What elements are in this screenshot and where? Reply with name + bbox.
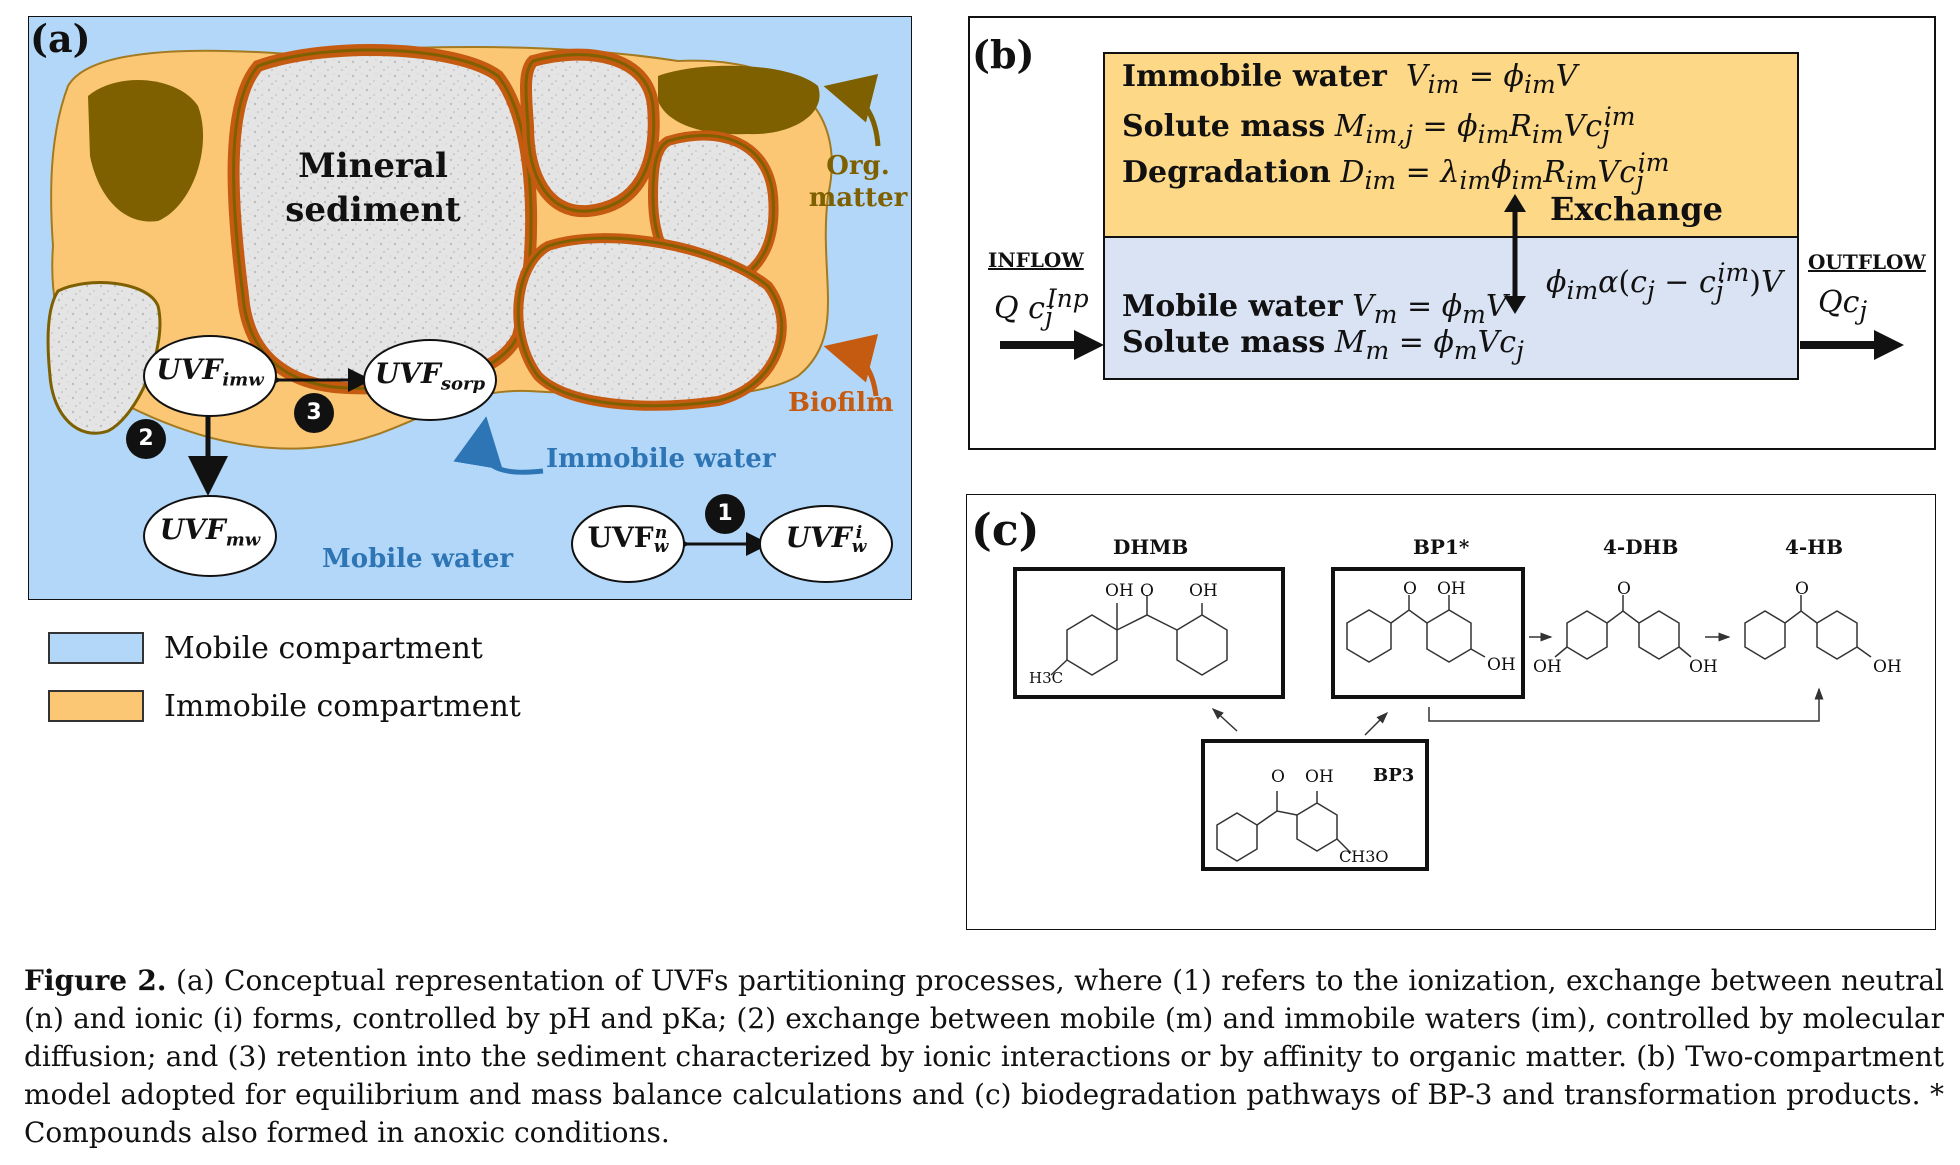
bp1-oh-2: OH xyxy=(1487,655,1516,675)
figure-caption: Figure 2. (a) Conceptual representation … xyxy=(24,962,1944,1152)
badge-1-circle xyxy=(705,494,745,534)
dhmb-oh-1: OH xyxy=(1105,581,1134,601)
immobile-compartment-box xyxy=(1103,52,1799,238)
uvf-mw-node xyxy=(143,495,277,577)
mineral-grain-left xyxy=(46,281,162,435)
inflow-eq: Q cjInp xyxy=(994,284,1089,331)
degradation-eq: Degradation Dim = λimϕimRimVcjim xyxy=(1122,148,1670,195)
solute-mass-im-eq: Solute mass Mim,j = ϕimRimVcjim xyxy=(1122,102,1636,149)
panel-a-label: (a) xyxy=(30,16,91,61)
exchange-arrow xyxy=(1504,194,1526,314)
panel-a: (a) Mineral sediment Org. matter Biofilm… xyxy=(28,16,912,600)
legend-mobile-label: Mobile compartment xyxy=(164,631,483,666)
uvf-wn-node xyxy=(571,505,685,583)
panel-b-label: (b) xyxy=(972,32,1035,77)
immobile-water-eq: Immobile water Vim = ϕimV xyxy=(1122,59,1578,99)
outflow-arrow xyxy=(1800,330,1904,360)
bp3-box xyxy=(1201,739,1429,871)
hb-o: O xyxy=(1795,579,1809,599)
bp1-o: O xyxy=(1403,579,1417,599)
bp1-title: BP1* xyxy=(1413,535,1470,559)
badge-2-circle xyxy=(126,419,166,459)
exchange-label: Exchange xyxy=(1550,190,1723,228)
uvf-wi-node xyxy=(759,505,893,583)
dhb-o: O xyxy=(1617,579,1631,599)
uvf-sorp-node xyxy=(363,339,497,421)
uvf-sorp-label: UVFsorp xyxy=(374,357,486,395)
legend-mobile-swatch xyxy=(48,632,144,664)
uvf-imw-node xyxy=(143,335,277,417)
biofilm-label: Biofilm xyxy=(788,388,894,418)
badge-3-circle xyxy=(294,393,334,433)
legend-immobile-label: Immobile compartment xyxy=(164,689,521,724)
inflow-arrow xyxy=(1000,330,1104,360)
caption-text: (a) Conceptual representation of UVFs pa… xyxy=(24,964,1944,1149)
mineral-sediment-label: Mineral sediment xyxy=(285,146,461,230)
mobile-water-eq: Mobile water Vm = ϕmV xyxy=(1122,289,1508,329)
badge-2: 2 xyxy=(138,426,154,451)
hb-title: 4-HB xyxy=(1785,535,1844,559)
caption-lead: Figure 2. xyxy=(24,964,167,997)
uvf-mw-label: UVFmw xyxy=(159,513,261,551)
dhmb-o: O xyxy=(1140,581,1154,601)
bp3-ch3o: CH3O xyxy=(1339,847,1389,866)
immobile-water-label: Immobile water xyxy=(546,444,776,474)
dhb-oh-2: OH xyxy=(1689,657,1718,677)
bp3-o: O xyxy=(1271,767,1285,787)
bp3-title: BP3 xyxy=(1373,765,1415,786)
dhmb-h3c: H3C xyxy=(1029,669,1064,687)
dhmb-box xyxy=(1013,567,1285,699)
panel-c: (c) DHMB BP1* 4-DHB 4-HB xyxy=(966,494,1936,930)
uvf-imw-label: UVFimw xyxy=(156,353,264,391)
panel-a-diagram xyxy=(28,16,912,600)
badge-1: 1 xyxy=(717,501,733,526)
panel-c-label: (c) xyxy=(971,505,1040,556)
badge-3: 3 xyxy=(306,400,322,425)
outflow-label: OUTFLOW xyxy=(1808,250,1926,274)
biofilm-arrow xyxy=(823,334,879,397)
org-matter-patch-left xyxy=(88,79,204,222)
exchange-eq: ϕimα(cj − cjim)V xyxy=(1546,258,1783,305)
legend-immobile-swatch xyxy=(48,690,144,722)
dhb-oh-1: OH xyxy=(1533,657,1562,677)
org-matter-arrow xyxy=(823,74,881,147)
org-matter-patch-right xyxy=(658,65,820,135)
panel-b: (b) Immobile water Vim = ϕimV Solute mas… xyxy=(968,16,1936,450)
inflow-label: INFLOW xyxy=(988,248,1084,272)
solute-mass-m-eq: Solute mass Mm = ϕmVcj xyxy=(1122,325,1524,365)
bp3-oh: OH xyxy=(1305,767,1334,787)
dhb-title: 4-DHB xyxy=(1603,535,1679,559)
outflow-eq: Qcj xyxy=(1818,285,1868,325)
pathway-diagram xyxy=(1050,595,1872,862)
bp1-box xyxy=(1331,567,1525,699)
org-matter-label: Org. matter xyxy=(808,151,908,213)
dhmb-oh-2: OH xyxy=(1189,581,1218,601)
dhmb-title: DHMB xyxy=(1113,535,1189,559)
mobile-water-label: Mobile water xyxy=(322,544,514,574)
mobile-compartment-box xyxy=(1103,236,1799,380)
immobile-water-arrow xyxy=(453,416,544,475)
hb-oh: OH xyxy=(1873,657,1902,677)
bp1-oh-1: OH xyxy=(1437,579,1466,599)
